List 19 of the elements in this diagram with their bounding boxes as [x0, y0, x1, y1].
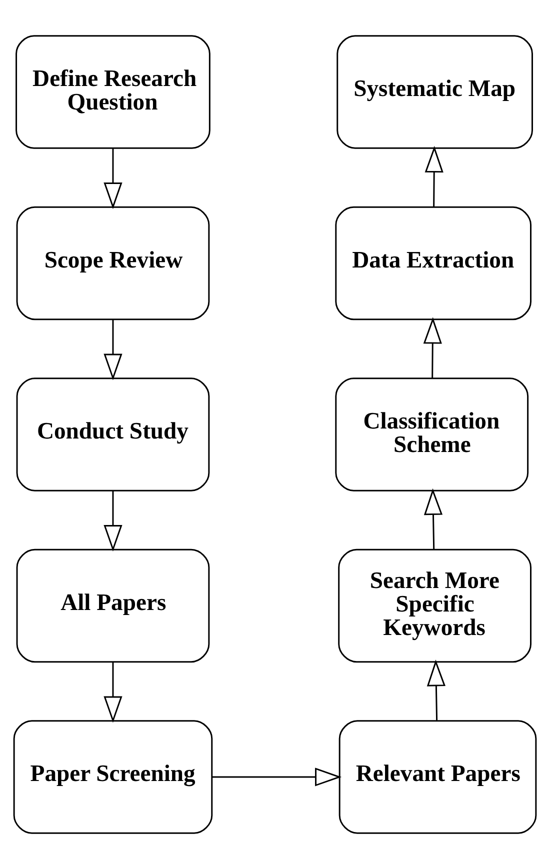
- node-box: Conduct Study: [16, 377, 210, 491]
- node-box: All Papers: [16, 548, 210, 662]
- node-box: Paper Screening: [13, 720, 213, 834]
- node-box: Relevant Papers: [338, 720, 537, 834]
- node-box: Define Research Question: [16, 34, 210, 148]
- node-box: Scope Review: [16, 206, 210, 320]
- arrow: [424, 488, 443, 549]
- node-box: Systematic Map: [336, 34, 533, 148]
- arrow: [104, 318, 122, 380]
- arrow: [104, 661, 122, 722]
- arrow: [423, 316, 442, 378]
- arrow: [104, 490, 122, 552]
- arrow: [424, 145, 444, 206]
- node-box: Classification Scheme: [335, 377, 529, 491]
- arrow: [426, 659, 446, 720]
- arrow: [104, 148, 122, 209]
- node-box: Data Extraction: [335, 206, 532, 320]
- arrow: [212, 767, 342, 786]
- node-box: Search More Specific Keywords: [338, 548, 532, 662]
